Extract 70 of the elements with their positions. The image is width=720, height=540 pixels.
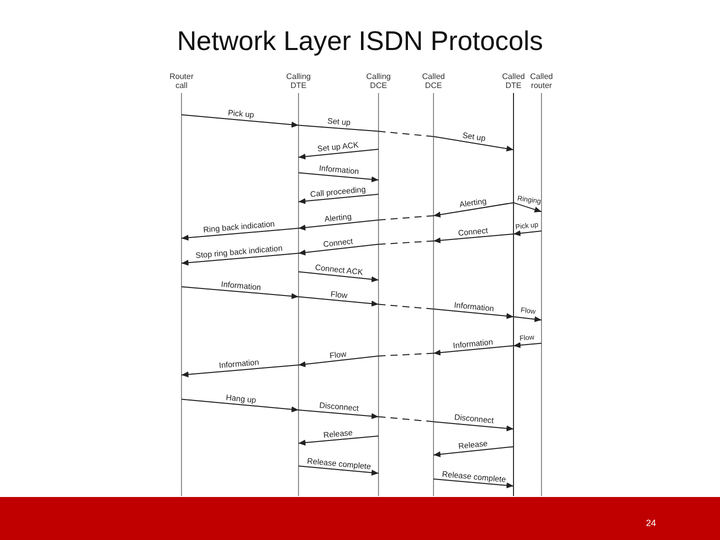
message-label: Release	[458, 438, 488, 451]
message-label: Release	[322, 428, 353, 440]
message-arrow	[181, 252, 299, 266]
message-arrow	[513, 316, 542, 322]
message-arrow	[433, 202, 514, 218]
message-label: Release complete	[306, 456, 372, 472]
message-arrow	[433, 478, 514, 488]
message-arrow	[298, 194, 379, 204]
message-arrow	[433, 234, 514, 244]
message-arrow	[298, 271, 379, 282]
message-label: Pick up	[227, 108, 254, 120]
message-arrow	[298, 148, 379, 160]
message-label: Call proceeding	[310, 184, 366, 200]
message-arrow	[433, 421, 514, 432]
participant-label: Called DTE	[501, 72, 526, 90]
message-label: Information	[219, 358, 260, 370]
message-label: Stop ring back indication	[196, 244, 284, 261]
message-label: Disconnect	[454, 413, 494, 426]
message-arrow	[298, 220, 379, 231]
message-label: Set up	[327, 116, 351, 128]
dashed-line	[378, 215, 434, 220]
message-arrow	[433, 446, 514, 458]
message-arrow	[181, 364, 299, 378]
message-arrow	[513, 230, 542, 236]
participant-label: Calling DTE	[285, 72, 312, 90]
message-arrow	[433, 345, 514, 356]
message-label: Flow	[328, 349, 347, 360]
message-label: Set up ACK	[316, 140, 359, 154]
participant-label: Calling DCE	[365, 72, 392, 90]
message-label: Information	[220, 279, 261, 292]
message-label: Connect ACK	[314, 262, 364, 277]
participant-label: Router call	[168, 72, 194, 90]
message-label: Alerting	[324, 212, 352, 224]
participant-label: Called router	[529, 72, 554, 90]
message-label: Flow	[330, 289, 348, 300]
message-label: Information	[318, 164, 360, 177]
message-label: Hang up	[225, 392, 256, 405]
message-arrow	[433, 136, 514, 152]
message-label: Information	[452, 337, 494, 350]
slide-title: Network Layer ISDN Protocols	[176, 25, 544, 58]
message-arrow	[298, 296, 379, 307]
message-label: Set up	[462, 131, 487, 144]
message-arrow	[513, 202, 542, 212]
dashed-line	[378, 416, 434, 422]
message-arrow	[298, 436, 379, 446]
message-arrow	[181, 228, 299, 241]
message-label: Alerting	[458, 196, 487, 210]
message-arrow	[181, 398, 299, 412]
dashed-line	[378, 130, 434, 137]
page-number: 24	[646, 518, 656, 528]
dashed-line	[378, 352, 434, 356]
message-label: Ring back indication	[203, 220, 276, 235]
message-arrow	[298, 356, 379, 368]
message-label: Connect	[322, 236, 354, 250]
dashed-line	[378, 304, 434, 310]
message-arrow	[298, 410, 379, 420]
message-label: Disconnect	[318, 401, 360, 414]
message-arrow	[513, 342, 542, 348]
message-arrow	[433, 308, 514, 320]
message-arrow	[298, 244, 379, 256]
message-arrow	[298, 466, 379, 476]
message-arrow	[298, 172, 379, 182]
message-label: Connect	[458, 226, 488, 238]
dashed-line	[378, 240, 434, 245]
message-label: Release complete	[442, 469, 506, 484]
connector-line	[298, 124, 379, 132]
message-arrow	[181, 286, 299, 300]
message-label: Information	[454, 300, 494, 314]
participant-label: Called DCE	[421, 72, 446, 90]
message-arrow	[181, 114, 299, 128]
